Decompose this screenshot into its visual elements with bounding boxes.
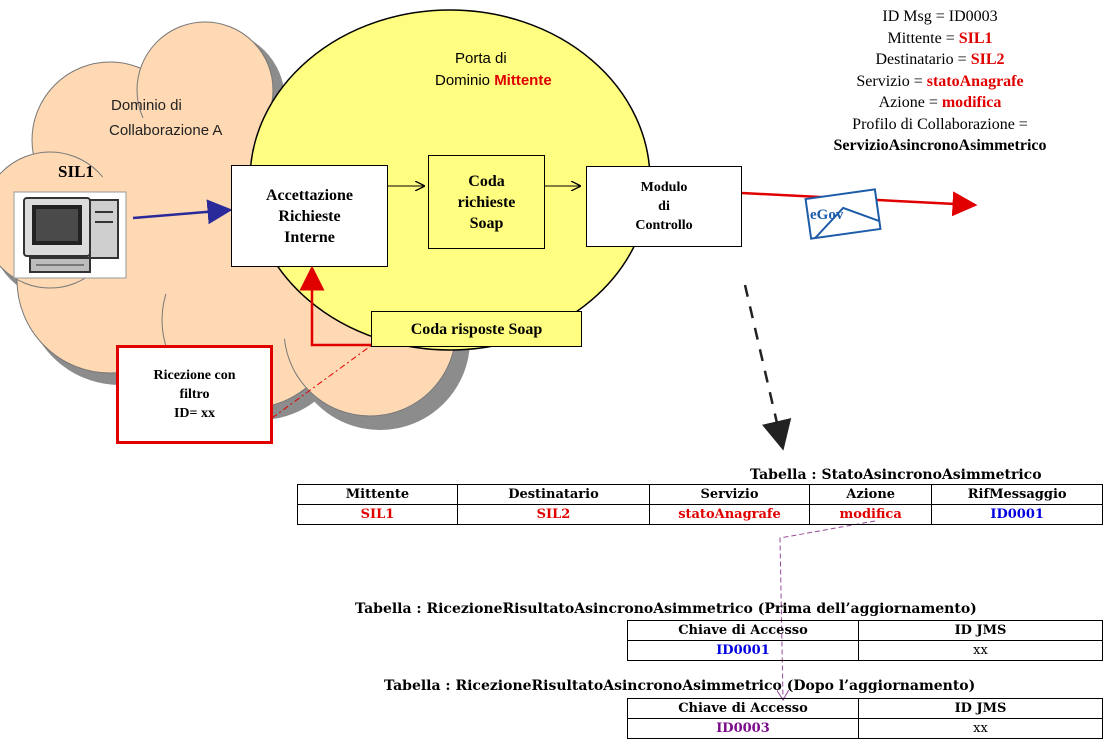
msg-profilo-line: Profilo di Collaborazione = xyxy=(852,115,1028,133)
msg-destinatario-line: Destinatario = SIL2 xyxy=(875,51,1005,68)
table-header-cell: RifMessaggio xyxy=(931,484,1103,505)
table-header-cell: ID JMS xyxy=(857,698,1104,719)
table-cell: ID0001 xyxy=(931,504,1103,525)
table-cell: statoAnagrafe xyxy=(649,504,810,525)
table-header-cell: Destinatario xyxy=(456,484,651,505)
coda-richieste-soap-box: Coda richieste Soap xyxy=(428,155,545,249)
computer-icon xyxy=(13,191,127,279)
table-row: SIL1 SIL2 statoAnagrafe modifica ID0001 xyxy=(297,504,1103,525)
msg-servizio-line: Servizio = statoAnagrafe xyxy=(856,72,1024,90)
table-stato-title: Tabella : StatoAsincronoAsimmetrico xyxy=(750,467,1042,483)
table-prima-title: Tabella : RicezioneRisultatoAsincronoAsi… xyxy=(355,601,977,617)
port-label-line1: Porta di xyxy=(455,50,507,67)
table-row: ID0001 xx xyxy=(627,640,1104,661)
table-dopo: Chiave di Accesso ID JMS ID0003 xx xyxy=(627,698,1104,739)
table-cell: xx xyxy=(857,718,1104,739)
ricezione-filtro-box: Ricezione con filtro ID= xx xyxy=(116,345,273,444)
table-header-cell: Chiave di Accesso xyxy=(627,620,859,641)
port-label-line2: Dominio Mittente xyxy=(435,72,552,89)
table-cell: SIL1 xyxy=(297,504,458,525)
msg-profilo-value: ServizioAsincronoAsimmetrico xyxy=(833,137,1047,154)
table-header-row: Chiave di Accesso ID JMS xyxy=(627,698,1104,719)
arrow-modulo-to-table xyxy=(743,284,792,451)
table-header-row: Mittente Destinatario Servizio Azione Ri… xyxy=(297,484,1103,505)
domain-label: Dominio di xyxy=(111,97,182,114)
table-cell: modifica xyxy=(808,504,933,525)
egov-label: eGov xyxy=(810,207,844,223)
table-cell: SIL2 xyxy=(456,504,651,525)
coda-risposte-soap-box: Coda risposte Soap xyxy=(371,311,582,347)
table-stato: Mittente Destinatario Servizio Azione Ri… xyxy=(297,484,1103,525)
message-info: ID Msg = ID0003 Mittente = SIL1 Destinat… xyxy=(780,6,1100,157)
table-header-cell: Chiave di Accesso xyxy=(627,698,859,719)
egov-envelope-icon xyxy=(804,188,882,240)
table-header-cell: ID JMS xyxy=(857,620,1104,641)
msg-azione-line: Azione = modifica xyxy=(878,94,1002,111)
table-header-cell: Azione xyxy=(808,484,933,505)
sil1-label: SIL1 xyxy=(58,162,94,181)
arrow-risposte-to-accettazione xyxy=(299,265,372,347)
table-cell: ID0001 xyxy=(627,640,859,661)
accettazione-richieste-box: Accettazione Richieste Interne xyxy=(231,165,388,267)
table-dopo-title: Tabella : RicezioneRisultatoAsincronoAsi… xyxy=(384,678,976,694)
table-header-cell: Mittente xyxy=(297,484,458,505)
msg-id-line: ID Msg = ID0003 xyxy=(882,8,998,25)
modulo-controllo-box: Modulo di Controllo xyxy=(586,166,742,247)
table-cell: ID0003 xyxy=(627,718,859,739)
msg-mittente-line: Mittente = SIL1 xyxy=(887,29,993,47)
table-cell: xx xyxy=(857,640,1104,661)
table-header-row: Chiave di Accesso ID JMS xyxy=(627,620,1104,641)
table-header-cell: Servizio xyxy=(649,484,810,505)
table-row: ID0003 xx xyxy=(627,718,1104,739)
arrow-sil-to-accettazione xyxy=(132,199,233,225)
table-prima: Chiave di Accesso ID JMS ID0001 xx xyxy=(627,620,1104,661)
domain-label-line2: Collaborazione A xyxy=(109,122,223,139)
filter-link-line xyxy=(271,344,373,419)
